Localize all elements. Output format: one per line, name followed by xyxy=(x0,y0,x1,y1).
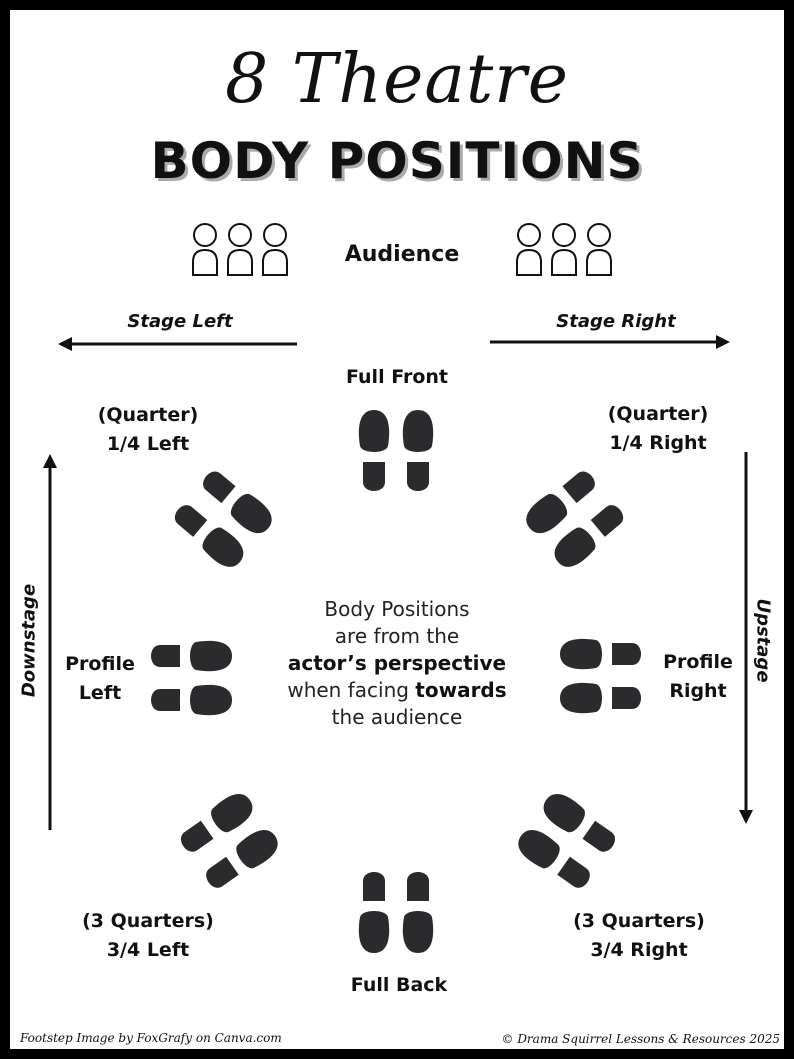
full-back-footprints xyxy=(359,872,433,953)
full-front-label: Full Front xyxy=(346,366,448,388)
stage-left-label: Stage Left xyxy=(127,311,233,332)
upstage-arrow xyxy=(739,452,753,824)
profile-left-footprints xyxy=(151,641,232,715)
three-quarter-left-footprints xyxy=(175,787,284,894)
title-main: BODY POSITIONS xyxy=(150,132,644,190)
full-back-label: Full Back xyxy=(350,974,448,996)
footer-credit-right: © Drama Squirrel Lessons & Resources 202… xyxy=(501,1032,781,1046)
profile-right-footprints xyxy=(560,639,641,713)
poster-frame xyxy=(10,10,784,1049)
three-quarter-left-label: (3 Quarters)3/4 Left xyxy=(82,910,214,961)
quarter-right-label: (Quarter)1/4 Right xyxy=(607,403,709,454)
downstage-arrow xyxy=(43,454,57,830)
full-front-footprints xyxy=(359,410,433,491)
center-note: Body Positions are from the actor’s pers… xyxy=(287,597,507,729)
stage-right-label: Stage Right xyxy=(556,311,676,332)
audience-label: Audience xyxy=(344,242,460,267)
footer-credit-left: Footstep Image by FoxGrafy on Canva.com xyxy=(20,1031,282,1045)
three-quarter-right-footprints xyxy=(512,787,621,894)
quarter-right-footprints xyxy=(520,464,630,573)
stage-right-arrow xyxy=(490,335,730,349)
quarter-left-footprints xyxy=(168,464,278,573)
audience-people-icon-right xyxy=(516,223,612,276)
three-quarter-right-label: (3 Quarters)3/4 Right xyxy=(573,910,705,961)
stage-left-arrow xyxy=(58,337,297,351)
quarter-left-label: (Quarter)1/4 Left xyxy=(97,404,199,455)
title-script: 8 Theatre xyxy=(225,40,569,119)
audience-people-icon-left xyxy=(192,223,288,276)
